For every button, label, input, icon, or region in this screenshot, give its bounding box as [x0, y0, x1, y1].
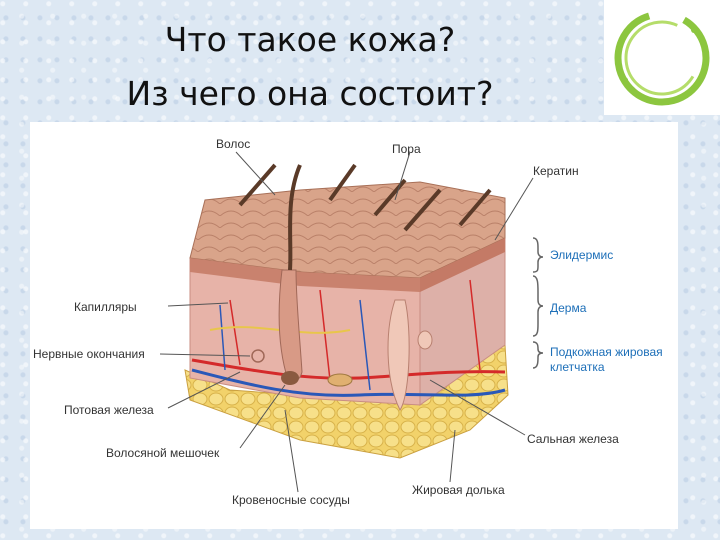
artery [191, 358, 506, 380]
label-hair: Волос [216, 137, 251, 151]
label-keratin: Кератин [533, 164, 579, 178]
layer-braces [532, 237, 544, 369]
label-pore: Пора [392, 142, 421, 156]
label-capillaries: Капилляры [74, 300, 137, 314]
vein [191, 368, 506, 397]
label-nerve-endings: Нервные окончания [33, 347, 145, 361]
label-blood-vessels: Кровеносные сосуды [232, 493, 350, 507]
label-hair-follicle: Волосяной мешочек [106, 446, 220, 460]
sebaceous-gland [387, 299, 410, 411]
label-subcutaneous-2: клетчатка [550, 360, 605, 374]
label-sebaceous-gland: Сальная железа [527, 432, 619, 446]
label-sweat-gland: Потовая железа [64, 403, 154, 417]
green-ring-logo-icon [614, 10, 710, 106]
label-fat-lobule: Жировая долька [412, 483, 505, 497]
epidermis-band [190, 258, 420, 292]
page-title-line1: Что такое кожа? [164, 20, 456, 59]
label-epidermis: Элидермис [550, 248, 614, 262]
hair-strand [288, 164, 302, 271]
leader-lines [159, 151, 534, 493]
label-dermis: Дерма [550, 301, 587, 315]
logo-box [604, 0, 720, 115]
page-title-line2: Из чего она состоит? [126, 74, 494, 113]
label-subcutaneous-1: Подкожная жировая [550, 345, 663, 359]
